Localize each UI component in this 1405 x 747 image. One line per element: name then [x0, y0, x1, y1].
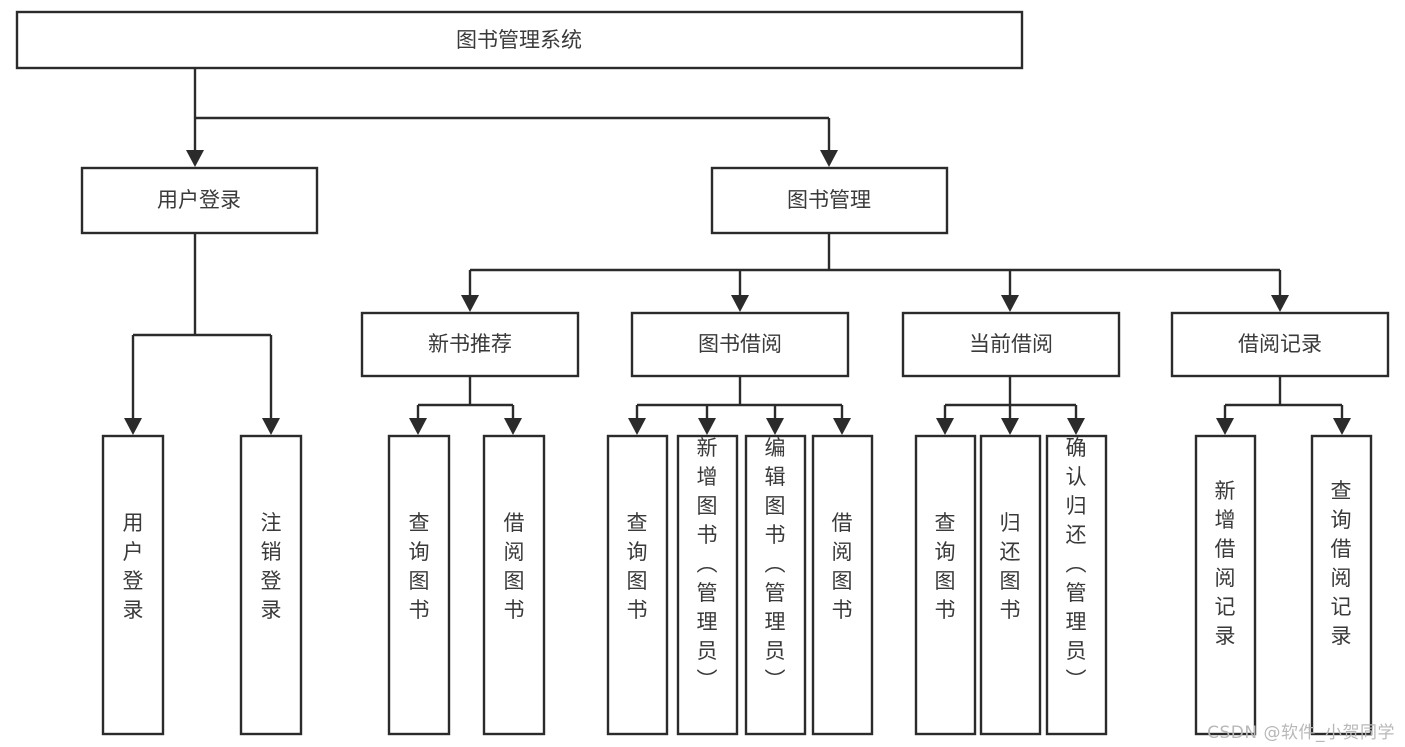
node-current-borrow-label: 当前借阅 — [969, 332, 1053, 356]
leaf-current-borrow-2-label: 归还图书 — [1000, 511, 1021, 622]
leaf-book-borrow-1-label: 查询图书 — [627, 511, 648, 622]
arrowhead-leaf-user-login-1 — [124, 418, 142, 435]
connector-group-new-book — [409, 376, 522, 435]
leaf-borrow-record-2[interactable]: 查询借阅记录 — [1310, 434, 1373, 736]
arrowhead-user-login — [186, 150, 204, 167]
connector-group-user-login — [124, 233, 280, 435]
leaf-new-book-1[interactable]: 查询图书 — [387, 434, 451, 736]
leaf-new-book-1-label: 查询图书 — [409, 511, 430, 622]
leaf-book-borrow-2-label: 新增图书︵管理员︶ — [697, 436, 718, 692]
connector-group-borrow-record — [1216, 376, 1351, 435]
leaf-user-login-1-label: 用户登录 — [123, 511, 144, 622]
leaf-new-book-2-label: 借阅图书 — [504, 511, 525, 622]
node-borrow-record-label: 借阅记录 — [1238, 332, 1322, 356]
leaf-book-borrow-1[interactable]: 查询图书 — [606, 434, 669, 736]
leaf-new-book-2[interactable]: 借阅图书 — [482, 434, 546, 736]
node-book-borrow[interactable]: 图书借阅 — [630, 311, 850, 378]
arrowhead-book-borrow — [731, 295, 749, 312]
node-new-book-recommend[interactable]: 新书推荐 — [360, 311, 580, 378]
leaf-book-borrow-2[interactable]: 新增图书︵管理员︶ — [676, 434, 739, 736]
leaf-borrow-record-2-label: 查询借阅记录 — [1331, 479, 1352, 648]
arrowhead-leaf-borrow-record-2 — [1333, 418, 1351, 435]
arrowhead-leaf-new-book-2 — [504, 418, 522, 435]
node-user-login-label: 用户登录 — [157, 188, 241, 212]
connector-group-book-mgmt — [461, 233, 1289, 312]
node-user-login[interactable]: 用户登录 — [80, 166, 319, 235]
leaf-book-borrow-3[interactable]: 编辑图书︵管理员︶ — [744, 434, 807, 736]
node-current-borrow[interactable]: 当前借阅 — [901, 311, 1121, 378]
leaf-borrow-record-1[interactable]: 新增借阅记录 — [1194, 434, 1257, 736]
arrowhead-borrow-record — [1271, 295, 1289, 312]
leaf-current-borrow-1-label: 查询图书 — [935, 511, 956, 622]
arrowhead-book-mgmt — [820, 150, 838, 167]
arrowhead-leaf-user-login-2 — [262, 418, 280, 435]
arrowhead-current-borrow — [1001, 295, 1019, 312]
arrowhead-leaf-book-borrow-3 — [766, 418, 784, 435]
arrowhead-leaf-borrow-record-1 — [1216, 418, 1234, 435]
node-borrow-record[interactable]: 借阅记录 — [1170, 311, 1390, 378]
connector-group-current-borrow — [936, 376, 1085, 435]
arrowhead-leaf-book-borrow-1 — [628, 418, 646, 435]
leaf-book-borrow-4[interactable]: 借阅图书 — [811, 434, 874, 736]
arrowhead-new-book — [461, 295, 479, 312]
leaf-current-borrow-3[interactable]: 确认归还︵管理员︶ — [1045, 434, 1108, 736]
connector-group-root — [186, 68, 838, 167]
node-new-book-recommend-label: 新书推荐 — [428, 332, 512, 356]
csdn-watermark: CSDN @软件_小贺同学 — [1207, 723, 1395, 743]
node-book-management[interactable]: 图书管理 — [710, 166, 949, 235]
connector-group-book-borrow — [628, 376, 851, 435]
leaf-user-login-1[interactable]: 用户登录 — [101, 434, 165, 736]
leaf-current-borrow-3-label: 确认归还︵管理员︶ — [1066, 436, 1087, 692]
node-root[interactable]: 图书管理系统 — [15, 10, 1024, 70]
node-book-borrow-label: 图书借阅 — [698, 332, 782, 356]
arrowhead-leaf-book-borrow-2 — [698, 418, 716, 435]
arrowhead-leaf-new-book-1 — [409, 418, 427, 435]
node-root-label: 图书管理系统 — [456, 28, 582, 52]
leaf-current-borrow-1[interactable]: 查询图书 — [914, 434, 977, 736]
arrowhead-leaf-current-borrow-3 — [1067, 418, 1085, 435]
leaf-book-borrow-3-label: 编辑图书︵管理员︶ — [765, 436, 786, 692]
leaf-user-login-2[interactable]: 注销登录 — [239, 434, 303, 736]
arrowhead-leaf-current-borrow-1 — [936, 418, 954, 435]
leaf-borrow-record-1-label: 新增借阅记录 — [1215, 479, 1236, 648]
leaf-user-login-2-label: 注销登录 — [261, 511, 282, 622]
leaf-current-borrow-2[interactable]: 归还图书 — [979, 434, 1042, 736]
node-book-management-label: 图书管理 — [787, 188, 871, 212]
arrowhead-leaf-book-borrow-4 — [833, 418, 851, 435]
arrowhead-leaf-current-borrow-2 — [1001, 418, 1019, 435]
leaf-book-borrow-4-label: 借阅图书 — [832, 511, 853, 622]
